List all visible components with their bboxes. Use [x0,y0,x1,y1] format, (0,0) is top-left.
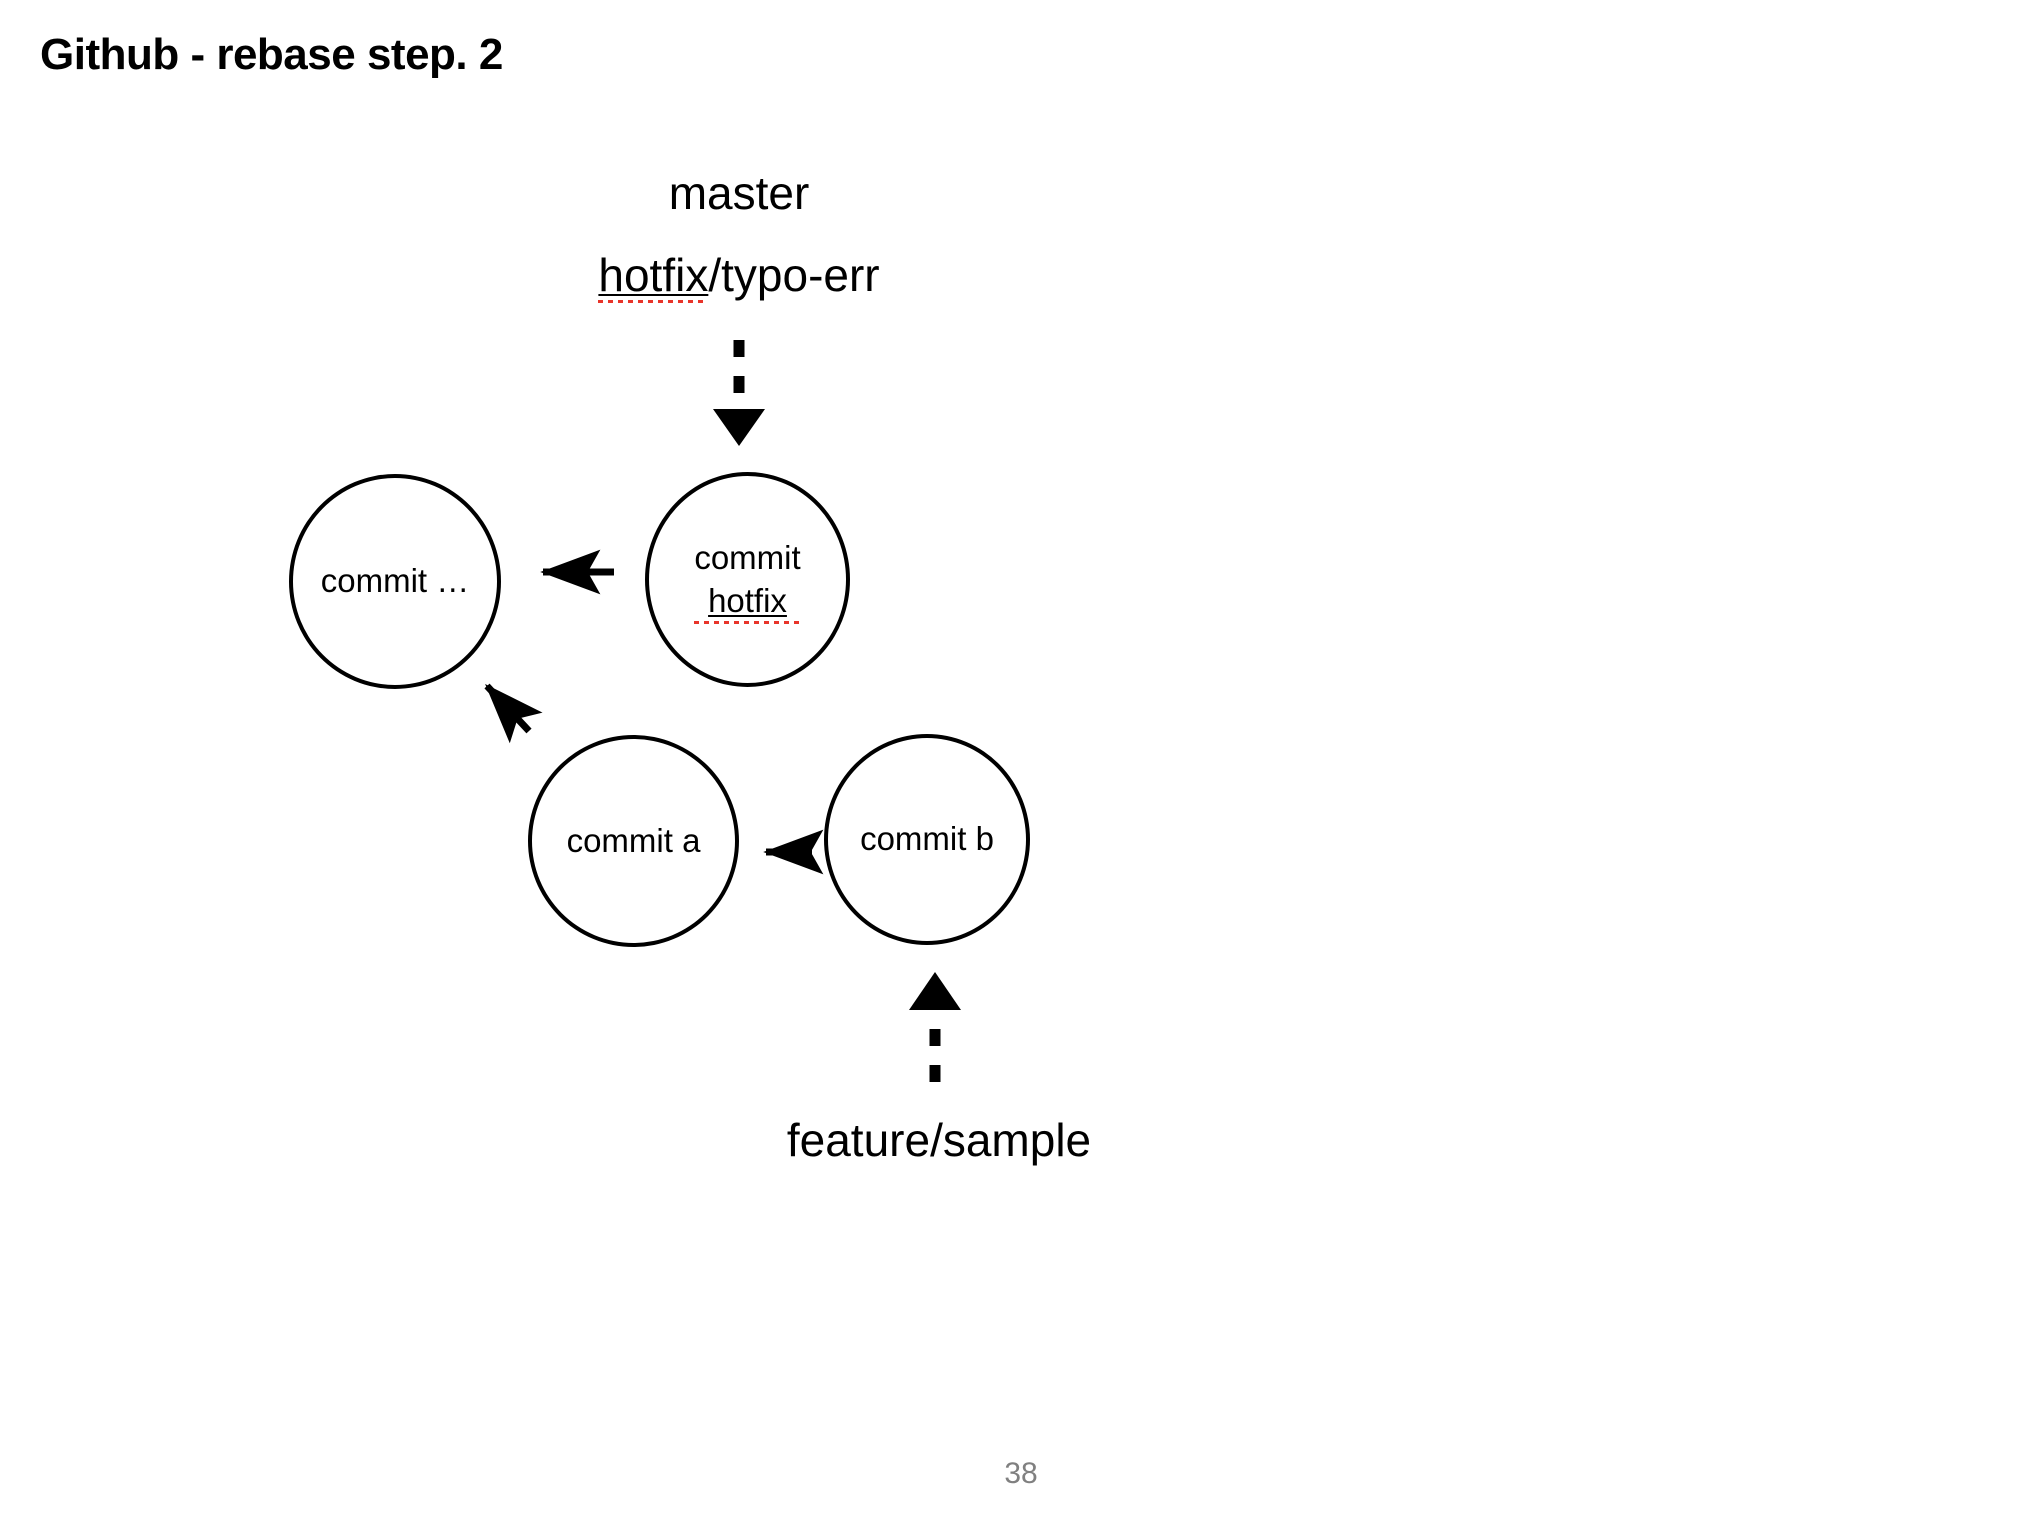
commit-node-commit-hotfix-line2-misspelled: hotfix [694,580,802,624]
commit-node-commit-dots-label: commit … [320,562,470,600]
branch-label-master: master [0,168,1478,219]
commit-node-commit-hotfix: commit hotfix [645,472,850,687]
commit-node-commit-b: commit b [824,734,1030,945]
commit-node-commit-hotfix-label: commit hotfix [694,495,802,664]
arrow-feature-to-commit-b [909,972,961,1082]
commit-node-commit-dots: commit … [289,474,501,689]
arrow-master-to-commit-hotfix [713,340,765,446]
commit-node-commit-hotfix-line1: commit [694,539,801,577]
commit-node-commit-a: commit a [528,735,739,947]
branch-label-hotfix-misspelled-word: hotfix [598,249,709,303]
commit-node-commit-b-label: commit b [860,820,994,858]
commit-node-commit-a-label: commit a [566,821,701,859]
page-number: 38 [1004,1457,1038,1490]
branch-label-hotfix-suffix: /typo-err [708,249,880,301]
branch-label-feature-text: feature/sample [786,1114,1092,1166]
arrow-commit-a-to-commit-dots [484,683,543,744]
branch-label-hotfix: hotfix/typo-err [0,249,1478,303]
page-title: Github - rebase step. 2 [40,30,503,79]
branch-label-feature: feature/sample [0,1115,1878,1166]
branch-label-master-text: master [668,167,810,219]
